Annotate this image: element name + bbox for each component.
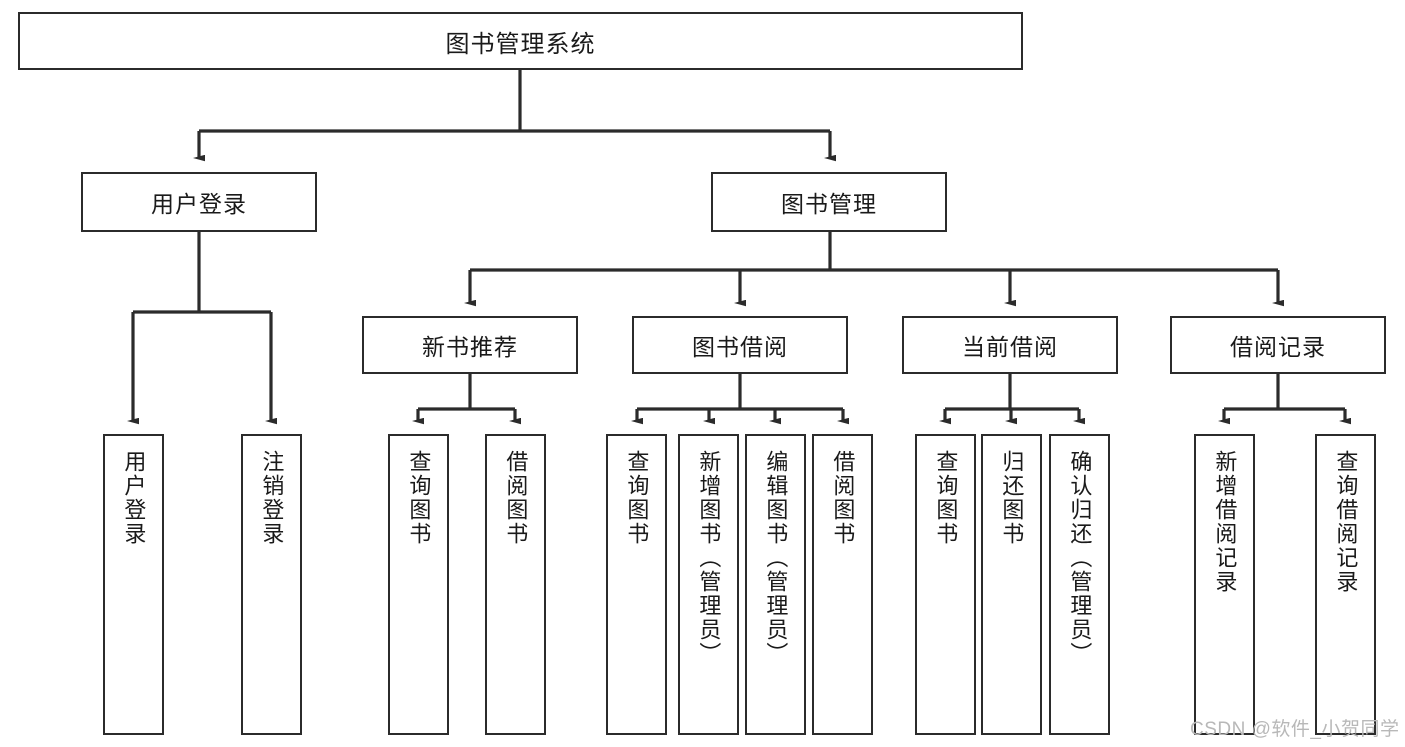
leaf-newbook-borrow-book[interactable]: 借阅图书 <box>485 434 546 735</box>
watermark: CSDN @软件_小贺同学 <box>1190 719 1400 740</box>
node-label: 注销登录 <box>259 450 285 546</box>
node-label: 借阅图书 <box>830 450 856 546</box>
node-label: 图书管理 <box>781 191 877 217</box>
node-label: 新书推荐 <box>422 334 518 360</box>
node-user-login[interactable]: 用户登录 <box>81 172 317 232</box>
node-label: 当前借阅 <box>962 334 1058 360</box>
node-label: 查询图书 <box>933 450 959 546</box>
node-label: 用户登录 <box>151 191 247 217</box>
node-label: 查询图书 <box>406 450 432 546</box>
node-label: 借阅记录 <box>1230 334 1326 360</box>
leaf-current-return-book[interactable]: 归还图书 <box>981 434 1042 735</box>
node-label: 查询图书 <box>624 450 650 546</box>
node-new-book-recommend[interactable]: 新书推荐 <box>362 316 578 374</box>
leaf-borrow-add-book-admin[interactable]: 新增图书（管理员） <box>678 434 739 735</box>
node-label: 编辑图书（管理员） <box>763 450 789 666</box>
leaf-current-query-book[interactable]: 查询图书 <box>915 434 976 735</box>
leaf-user-logout[interactable]: 注销登录 <box>241 434 302 735</box>
node-root-library-system[interactable]: 图书管理系统 <box>18 12 1023 70</box>
node-borrow-records[interactable]: 借阅记录 <box>1170 316 1386 374</box>
node-label: 新增借阅记录 <box>1212 450 1238 594</box>
node-label: 归还图书 <box>999 450 1025 546</box>
node-book-management[interactable]: 图书管理 <box>711 172 947 232</box>
leaf-records-add-record[interactable]: 新增借阅记录 <box>1194 434 1255 735</box>
node-label: 用户登录 <box>121 450 147 546</box>
node-label: 确认归还（管理员） <box>1067 450 1093 666</box>
leaf-borrow-borrow-book[interactable]: 借阅图书 <box>812 434 873 735</box>
leaf-borrow-edit-book-admin[interactable]: 编辑图书（管理员） <box>745 434 806 735</box>
node-label: 借阅图书 <box>503 450 529 546</box>
node-label: 查询借阅记录 <box>1333 450 1359 594</box>
leaf-current-confirm-return-admin[interactable]: 确认归还（管理员） <box>1049 434 1110 735</box>
node-book-borrow[interactable]: 图书借阅 <box>632 316 848 374</box>
leaf-user-login[interactable]: 用户登录 <box>103 434 164 735</box>
node-label: 图书借阅 <box>692 334 788 360</box>
node-label: 图书管理系统 <box>445 30 596 58</box>
leaf-borrow-query-book[interactable]: 查询图书 <box>606 434 667 735</box>
node-current-borrow[interactable]: 当前借阅 <box>902 316 1118 374</box>
leaf-newbook-query-book[interactable]: 查询图书 <box>388 434 449 735</box>
leaf-records-query-record[interactable]: 查询借阅记录 <box>1315 434 1376 735</box>
node-label: 新增图书（管理员） <box>696 450 722 666</box>
